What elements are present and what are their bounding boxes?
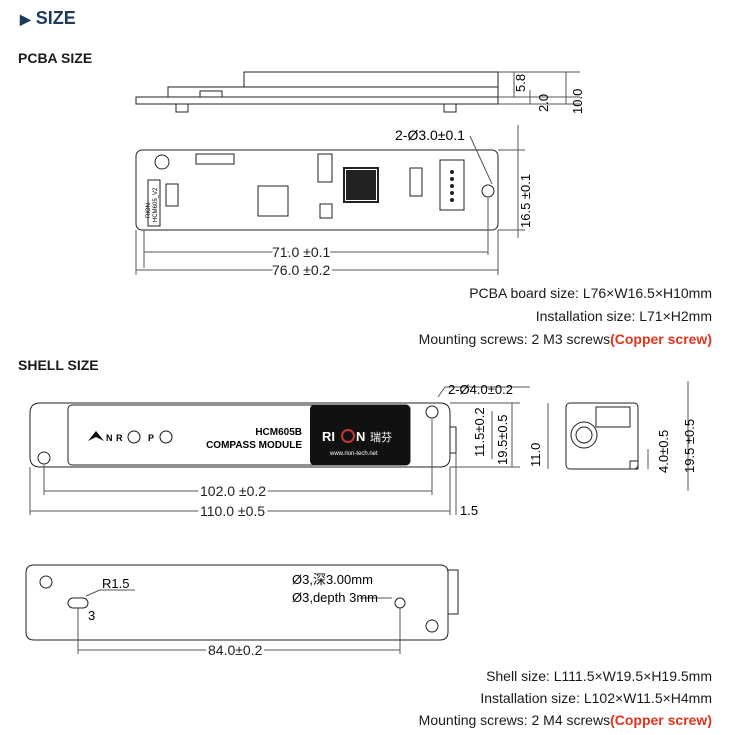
brand-logo-icon: [341, 429, 355, 443]
shell-spec-size: Shell size: L111.5×W19.5×H19.5mm: [486, 668, 712, 684]
label-name: COMPASS MODULE: [206, 440, 302, 451]
label-p: P: [148, 433, 154, 443]
pcba-drawing: RION HCM605_V2 5.8 2.0 10.0 2-Ø3.0±0.1 1…: [135, 71, 585, 275]
pcba-spec-board: PCBA board size: L76×W16.5×H10mm: [469, 285, 712, 301]
pcba-side-pin: [443, 103, 457, 113]
connector-icon: [570, 421, 598, 449]
pcba-component: [319, 203, 333, 219]
shell-drawing: N R P HCM605B COMPASS MODULE RI N 瑞芬 www…: [29, 381, 697, 520]
shell-mount-hole: [37, 451, 51, 465]
header-title: SIZE: [35, 8, 76, 28]
pcba-side-components: [167, 86, 499, 98]
dim-shell-h-install: 11.5±0.2: [472, 407, 487, 457]
dim-shell-h-total: 19.5±0.5: [495, 414, 510, 465]
pcba-model-label: HCM605_V2: [153, 187, 159, 222]
label-url: www.rion-tech.net: [329, 451, 378, 457]
label-n: N: [106, 433, 113, 443]
pcba-connector: [439, 159, 465, 211]
shell-spec-install: Installation size: L102×W11.5×H4mm: [480, 690, 712, 706]
pcba-chip: [195, 153, 235, 165]
shell-flange: [449, 426, 457, 454]
shell-bottom-hole: [39, 575, 53, 589]
triangle-icon: ▶: [20, 11, 31, 27]
pcba-side-board: [135, 96, 499, 105]
roll-icon: [127, 430, 141, 444]
label-brand: RI: [322, 429, 335, 444]
shell-bottom-hole: [425, 619, 439, 633]
dim-shell-total-len: 110.0 ±0.5: [200, 503, 265, 519]
pitch-icon: [159, 430, 173, 444]
shell-slot: [67, 597, 89, 609]
dim-pcba-hole: 2-Ø3.0±0.1: [395, 127, 465, 143]
dim-shell-flange: 1.5: [460, 503, 478, 518]
arrow-icon: [154, 154, 170, 170]
pcba-label-strip: [147, 179, 161, 227]
label-brand-cn: 瑞芬: [370, 430, 392, 444]
dim-hole-cn: Ø3,深3.00mm: [292, 572, 373, 587]
dim-pcba-h-total: 10.0: [570, 89, 585, 114]
pcba-component: [165, 183, 179, 207]
dim-pcba-h-small: 5.8: [513, 74, 528, 92]
pcba-mcu-body: [346, 170, 376, 200]
dim-shell-side-h: 11.0: [528, 443, 543, 467]
dim-pcba-install-len: 71.0 ±0.1: [272, 244, 330, 260]
pcba-brand-label: RION: [146, 203, 152, 218]
shell-bottom-body: [25, 564, 449, 641]
pcba-component: [409, 167, 423, 197]
pcba-mount-hole: [481, 184, 495, 198]
shell-side-view: [565, 402, 639, 470]
pcba-screw-note: (Copper screw): [610, 331, 712, 347]
pcba-spec-screws: Mounting screws: 2 M3 screws(Copper scre…: [418, 331, 712, 347]
dim-shell-side-w2: 19.5 ±0.5: [682, 419, 697, 473]
pcba-side-chip: [199, 90, 223, 98]
shell-bottom-flange: [447, 569, 459, 615]
pcba-side-pin: [175, 103, 189, 113]
shell-spec-screws: Mounting screws: 2 M4 screws(Copper scre…: [418, 712, 712, 728]
pcba-top-board: [135, 149, 499, 231]
shell-blind-hole: [394, 597, 406, 609]
shell-body: [29, 402, 451, 468]
shell-side-tab: [595, 406, 631, 428]
dim-shell-install-len: 102.0 ±0.2: [200, 483, 266, 499]
shell-screw-note: (Copper screw): [610, 712, 712, 728]
shell-bottom-drawing: R1.5 3 Ø3,深3.00mm Ø3,depth 3mm 84.0±0.2: [25, 564, 459, 661]
dim-radius: R1.5: [102, 576, 129, 591]
shell-label-brand-panel: [310, 405, 410, 465]
dim-hole-en: Ø3,depth 3mm: [292, 590, 378, 605]
pcba-section-title: PCBA SIZE: [18, 50, 93, 66]
pcba-component: [317, 153, 333, 183]
north-arrow-icon: [88, 431, 104, 441]
shell-mount-hole: [425, 405, 439, 419]
label-model: HCM605B: [255, 427, 302, 438]
pcba-spec-install: Installation size: L71×H2mm: [535, 308, 712, 324]
section-header: ▶ SIZE: [20, 8, 76, 29]
dim-slot: 3: [88, 608, 95, 623]
svg-text:N: N: [356, 429, 365, 444]
dim-shell-hole: 2-Ø4.0±0.2: [448, 382, 513, 397]
pcba-mcu: [343, 167, 379, 203]
dim-shell-side-w1: 4.0±0.5: [656, 430, 671, 473]
dim-pcba-total-len: 76.0 ±0.2: [272, 262, 330, 275]
label-r: R: [116, 433, 123, 443]
dim-pcba-width: 16.5 ±0.1: [518, 174, 533, 228]
dim-pcba-h-mid: 2.0: [536, 94, 551, 112]
pcba-ic: [257, 185, 289, 217]
pcba-side-connector: [243, 71, 499, 88]
shell-section-title: SHELL SIZE: [18, 357, 99, 373]
dim-bottom-len: 84.0±0.2: [208, 642, 263, 658]
